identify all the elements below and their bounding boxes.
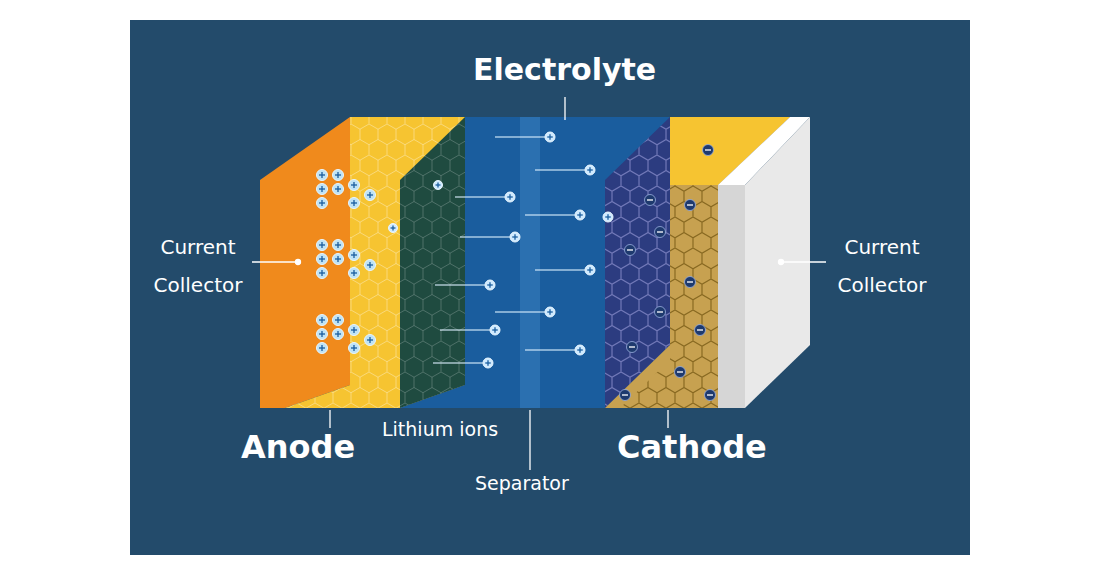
collector-label: Current Collector (138, 228, 258, 304)
anode-interface-texture (400, 117, 465, 408)
ion-label: Lithium ions (382, 418, 498, 441)
anode-texture (285, 117, 465, 408)
cathode-collector-front (718, 185, 745, 408)
anode-layer (285, 117, 465, 408)
electrolyte-layer (465, 117, 670, 408)
background-panel (130, 20, 970, 555)
collector-label: Current Collector (822, 228, 942, 304)
ion-markers (317, 132, 716, 401)
anode-interface (400, 117, 465, 408)
cathode-label: Cathode (617, 428, 767, 466)
leader-lines (252, 97, 826, 470)
electrolyte-label: Electrolyte (473, 52, 656, 88)
electrolyte-edge (400, 385, 465, 408)
separator-membrane (520, 117, 540, 408)
anode-label: Anode (241, 428, 355, 466)
separator-label: Separator (475, 472, 569, 495)
cathode-texture (620, 185, 718, 408)
